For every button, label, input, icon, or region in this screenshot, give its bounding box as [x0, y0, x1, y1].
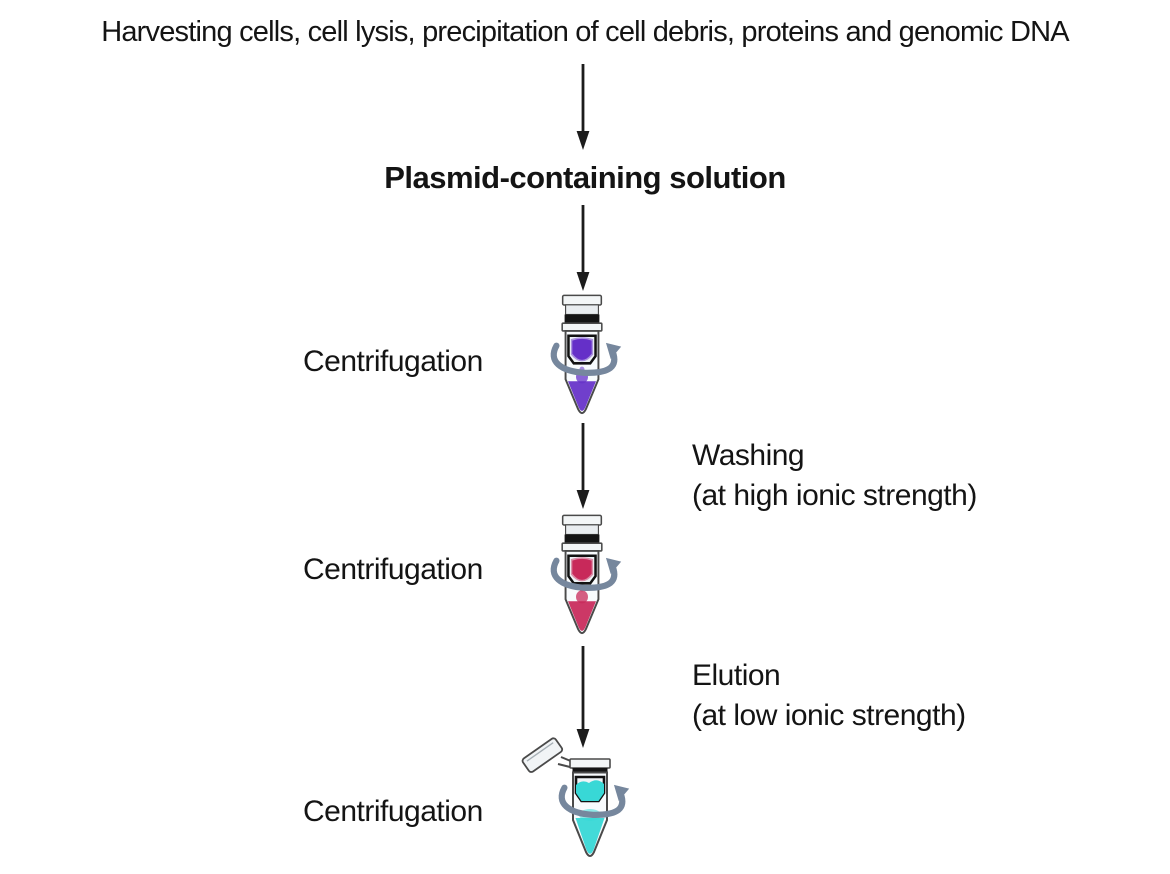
tube-cap-seal: [564, 314, 600, 324]
tube-pellet: [567, 601, 597, 631]
flow-arrow-down-icon: [576, 646, 590, 748]
washing-note: Washing (at high ionic strength): [692, 436, 977, 516]
flow-arrow-down-icon: [576, 423, 590, 509]
rotation-arrow-icon: [558, 784, 630, 818]
tube-liquid: [576, 780, 604, 801]
centrifugation-label: Centrifugation: [303, 553, 483, 586]
plasmid-solution-label: Plasmid-containing solution: [384, 160, 786, 195]
rotation-arrow-icon: [550, 557, 622, 591]
centrifugation-label: Centrifugation: [303, 345, 483, 378]
tube-cap-seal: [564, 534, 600, 544]
tube-cap: [561, 514, 603, 526]
flow-arrow-down-icon: [576, 205, 590, 291]
centrifugation-label: Centrifugation: [303, 795, 483, 828]
washing-note-line1: Washing: [692, 439, 805, 472]
tube-liquid: [572, 558, 592, 580]
washing-note-line2: (at high ionic strength): [692, 479, 977, 512]
elution-note: Elution (at low ionic strength): [692, 656, 966, 736]
tube-mouth: [572, 768, 608, 773]
tube-liquid: [572, 338, 592, 360]
tube-cap: [561, 294, 603, 306]
elution-note-line2: (at low ionic strength): [692, 699, 966, 732]
flow-arrow-down-icon: [576, 64, 590, 150]
diagram-title: Harvesting cells, cell lysis, precipitat…: [101, 16, 1069, 48]
microcentrifuge-tube-open: [521, 737, 611, 857]
tube-rim: [569, 758, 611, 769]
microcentrifuge-tube-closed: [561, 514, 603, 635]
elution-note-line1: Elution: [692, 659, 781, 692]
tube-pellet: [575, 818, 605, 854]
rotation-arrow-icon: [550, 342, 622, 376]
tube-pellet: [567, 381, 597, 411]
tube-open-cap: [521, 737, 564, 773]
